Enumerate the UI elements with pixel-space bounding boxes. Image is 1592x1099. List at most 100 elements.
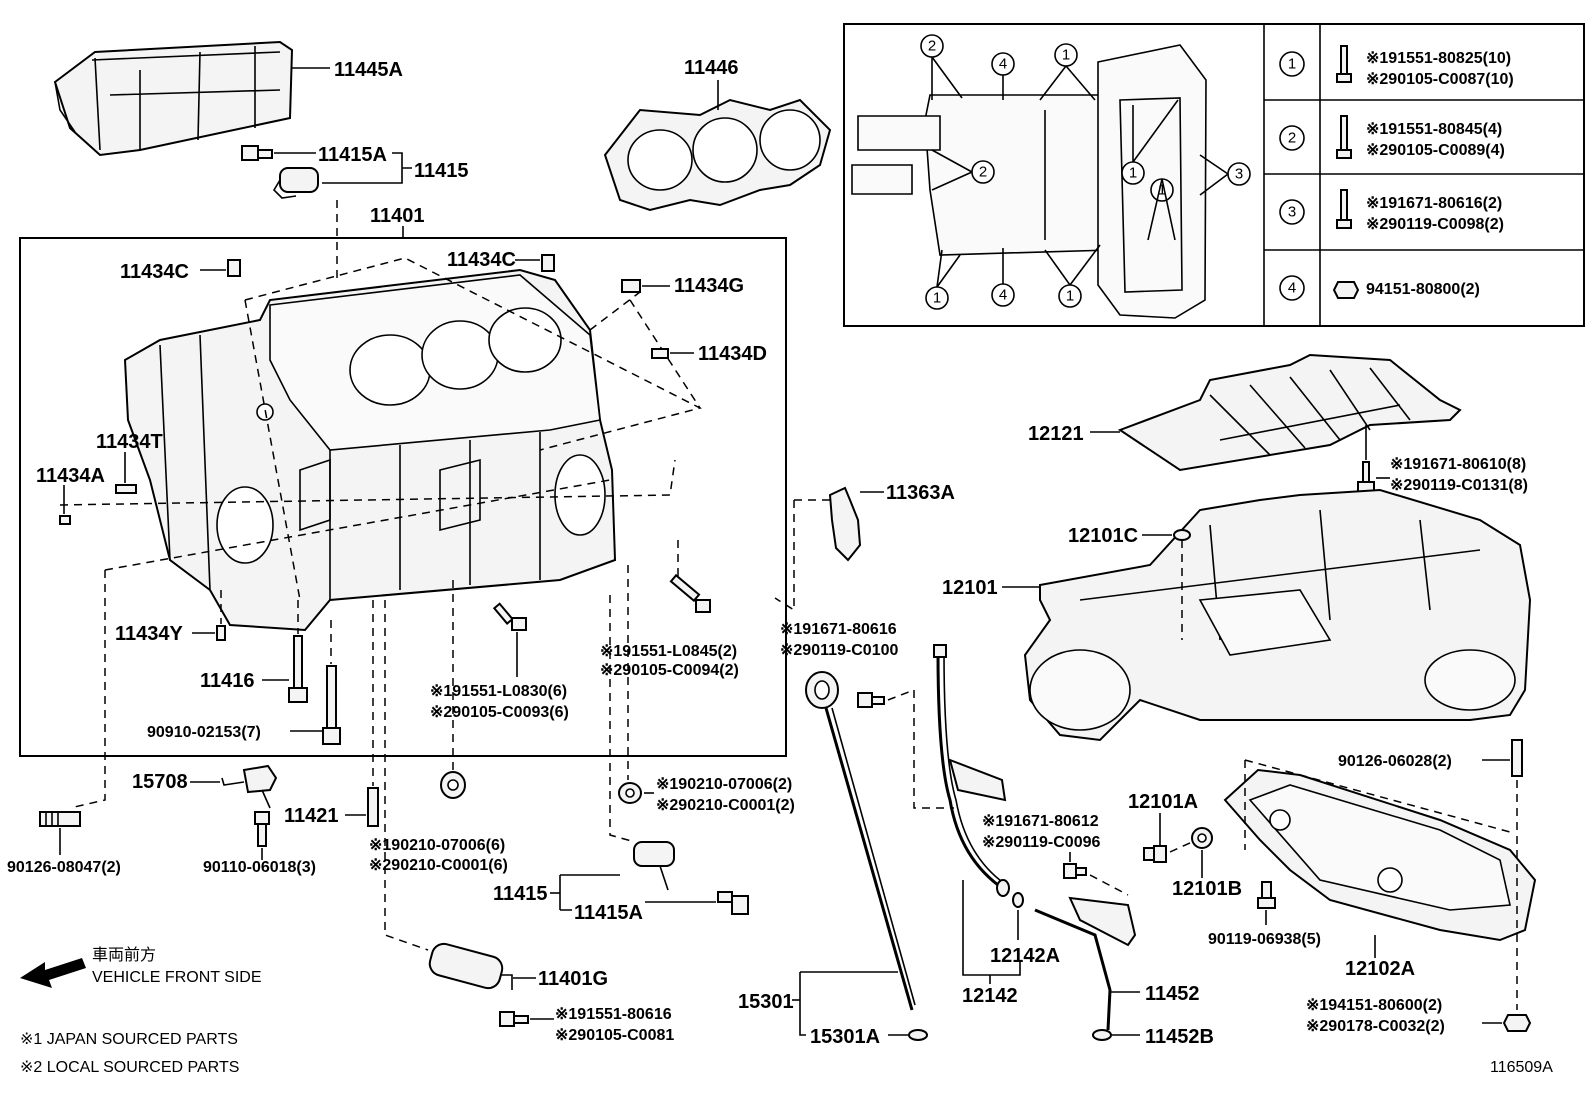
table-row-2-line1: ※191551-80845(4) [1366, 121, 1502, 138]
part-bolt-L0845 [669, 573, 711, 613]
part-11415-sensor-bottom [633, 841, 675, 891]
note-80610-1: ※191671-80610(8) [1390, 456, 1526, 473]
inset-oil-pan-outline [851, 44, 1207, 319]
label-11434D: 11434D [698, 343, 767, 365]
svg-text:4: 4 [999, 287, 1007, 304]
label-11452B: 11452B [1145, 1026, 1214, 1048]
label-11434Y: 11434Y [115, 623, 184, 645]
table-row-2: 2 ※191551-80845(4) ※290105-C0089(4) [1279, 115, 1505, 159]
vehicle-front-arrow [20, 958, 86, 988]
note-80600-1: ※194151-80600(2) [1306, 997, 1442, 1014]
note-g80616-1: ※191551-80616 [555, 1006, 672, 1023]
label-15708: 15708 [132, 771, 188, 793]
note-07006a-1: ※190210-07006(2) [656, 776, 792, 793]
note-l0830-1: ※191551-L0830(6) [430, 683, 567, 700]
label-11446: 11446 [684, 57, 739, 79]
label-11416: 11416 [200, 670, 255, 692]
part-11446-gasket [603, 98, 832, 212]
label-11445A: 11445A [334, 59, 403, 81]
table-row-3-num: 3 [1288, 204, 1296, 221]
part-11401G-sensor [428, 942, 513, 990]
label-90126-08047: 90126-08047(2) [7, 859, 121, 876]
label-12101C: 12101C [1068, 525, 1138, 547]
note-80616-1: ※191671-80616 [780, 621, 897, 638]
part-11434C-pin-left [227, 259, 241, 277]
part-11434C-pin-mid [541, 254, 555, 272]
callout-1-right-b: 1 [1150, 178, 1174, 202]
part-15708-knock-sensor [221, 764, 278, 809]
label-11363A: 11363A [886, 482, 955, 504]
svg-text:4: 4 [999, 56, 1007, 73]
table-row-1-line1: ※191551-80825(10) [1366, 50, 1511, 67]
note-80612-1: ※191671-80612 [982, 813, 1099, 830]
label-11434C-mid: 11434C [447, 249, 516, 271]
note-l0830-2: ※290105-C0093(6) [430, 704, 569, 721]
part-11434T-pin [115, 484, 137, 494]
label-12101A: 12101A [1128, 791, 1198, 813]
part-11415A-bolt-bottom [717, 891, 749, 915]
label-15301A: 15301A [810, 1026, 880, 1048]
part-90126-06028-stud [1511, 739, 1523, 777]
part-12121-baffle-plate [1117, 353, 1462, 472]
fastener-table: 1 ※191551-80825(10) ※290105-C0087(10) 2 … [1279, 45, 1514, 301]
part-12101B-gasket [1191, 827, 1213, 849]
svg-text:1: 1 [1066, 288, 1074, 305]
label-12121: 12121 [1028, 423, 1084, 445]
note-l0845-2: ※290105-C0094(2) [600, 662, 739, 679]
table-row-1-num: 1 [1288, 56, 1296, 73]
label-11434A: 11434A [36, 465, 105, 487]
part-15301-dipstick [805, 671, 916, 1011]
table-row-1-line2: ※290105-C0087(10) [1366, 71, 1514, 88]
callout-4-top: 4 [991, 52, 1015, 76]
label-90910: 90910-02153(7) [147, 724, 261, 741]
part-12101C-oring [1173, 529, 1191, 541]
legend-note-1: ※1 JAPAN SOURCED PARTS [20, 1031, 238, 1048]
svg-text:1: 1 [933, 290, 941, 307]
label-11401G: 11401G [538, 968, 608, 990]
part-12101-oil-pan-upper [1023, 488, 1532, 742]
part-bolt-80616-sensor [499, 1011, 529, 1027]
label-15301: 15301 [738, 991, 794, 1013]
part-11434A-pin [59, 515, 71, 525]
svg-text:1: 1 [1129, 165, 1137, 182]
part-bolt-80610 [1357, 461, 1375, 493]
table-row-4-line1: 94151-80800(2) [1366, 281, 1480, 298]
part-washer-07006-2 [618, 782, 642, 804]
svg-text:3: 3 [1235, 166, 1243, 183]
label-12101: 12101 [942, 577, 998, 599]
label-11415-top: 11415 [414, 160, 469, 182]
callout-1-top: 1 [1054, 43, 1078, 67]
svg-text:1: 1 [1158, 182, 1166, 199]
part-11452-tube [1034, 896, 1137, 1031]
label-12102A: 12102A [1345, 958, 1415, 980]
label-11434T: 11434T [96, 431, 163, 453]
callout-1-bottom-right: 1 [1058, 284, 1082, 308]
part-12102A-oil-pan-lower [1223, 768, 1537, 942]
callout-4-bottom: 4 [991, 283, 1015, 307]
part-90126-08047-stud [39, 811, 81, 827]
note-07006b-1: ※190210-07006(6) [369, 837, 505, 854]
table-row-3-line2: ※290119-C0098(2) [1366, 216, 1504, 233]
label-90126-06028: 90126-06028(2) [1338, 753, 1452, 770]
label-11434G: 11434G [674, 275, 744, 297]
note-l0845-1: ※191551-L0845(2) [600, 643, 737, 660]
label-11434C-left: 11434C [120, 261, 189, 283]
part-11401-cylinder-block [123, 268, 617, 632]
part-11416-bolt [288, 635, 308, 703]
figure-id: 116509A [1490, 1059, 1553, 1076]
note-80600-2: ※290178-C0032(2) [1306, 1018, 1445, 1035]
svg-text:1: 1 [1062, 47, 1070, 64]
table-row-2-num: 2 [1288, 130, 1296, 147]
callout-2-mid: 2 [971, 160, 995, 184]
part-nut-80600 [1502, 1014, 1532, 1032]
callout-2-top: 2 [920, 34, 944, 58]
svg-text:2: 2 [928, 38, 936, 55]
inset-frame [843, 23, 1585, 327]
label-11421: 11421 [284, 805, 339, 827]
note-g80616-2: ※290105-C0081 [555, 1027, 674, 1044]
part-11363A-bracket [828, 486, 862, 562]
part-11445A-cover [53, 40, 294, 157]
label-12101B: 12101B [1172, 878, 1242, 900]
label-11452: 11452 [1145, 983, 1200, 1005]
part-washer-07006-6 [440, 771, 466, 799]
